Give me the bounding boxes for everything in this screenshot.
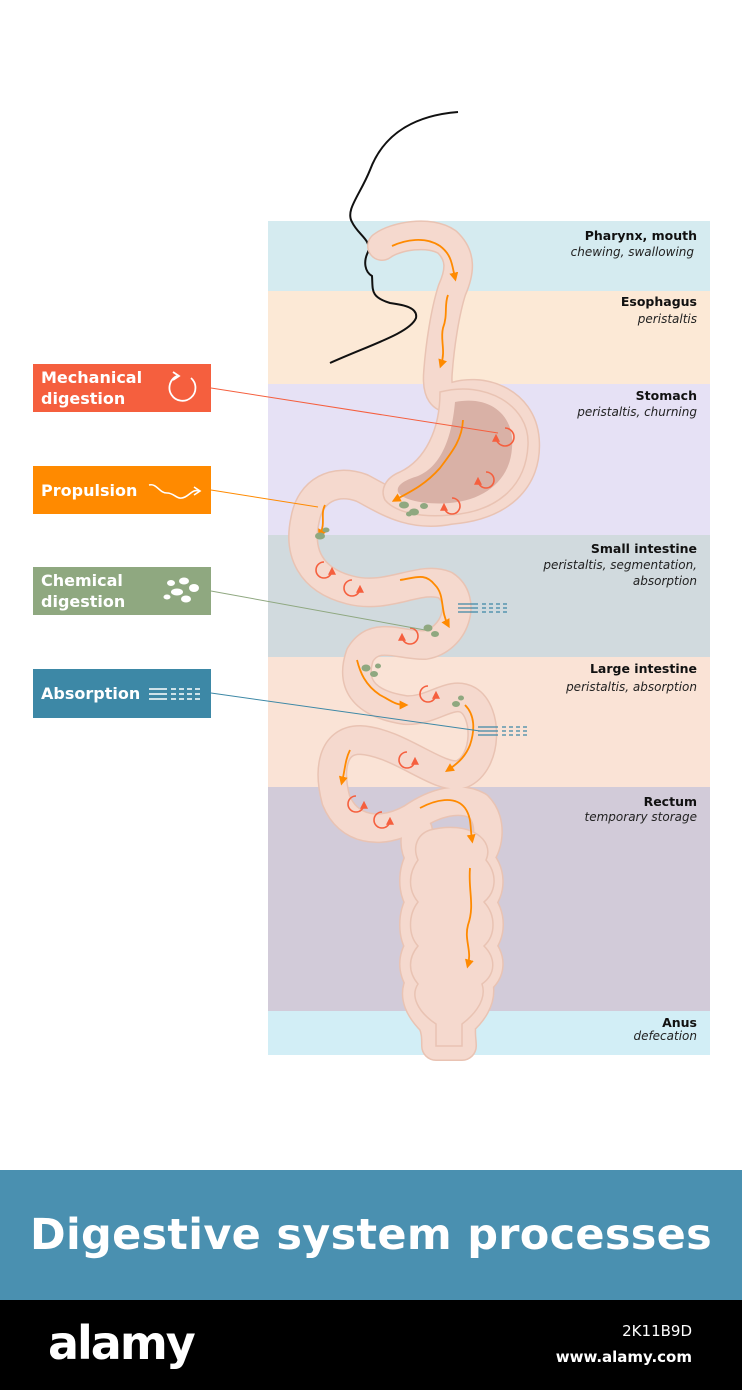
mechanical-arrow (419, 685, 440, 703)
zone-subtitle-stomach: peristaltis, churning (576, 405, 697, 419)
zone-band-anus (268, 1011, 710, 1055)
propulsion-arrows (318, 239, 476, 969)
zone-subtitle-rectum: temporary storage (585, 810, 697, 824)
zone-subtitle-anus: defecation (633, 1029, 697, 1043)
particle-cluster (452, 695, 464, 707)
face-profile (329, 111, 459, 364)
footer-bar: alamy 2K11B9D www.alamy.com (0, 1300, 742, 1390)
leader-line-absorption (210, 692, 481, 732)
zone-subtitle-large-intestine: peristaltis, absorption (565, 680, 697, 694)
propulsion-arrow (445, 704, 475, 772)
mechanical-arrow (347, 795, 368, 813)
zone-title-large-intestine: Large intestine (590, 661, 697, 676)
chemical-particles (315, 501, 464, 707)
leader-line-chemical (210, 590, 426, 631)
zone-band-pharynx (268, 221, 710, 291)
footer-brand-logo: alamy (48, 1316, 196, 1370)
zone-band-esophagus (268, 291, 710, 384)
legend-chemical-digestion: Chemical digestion (33, 567, 211, 615)
zone-title-small-intestine: Small intestine (591, 541, 697, 556)
digestive-diagram: Pharynx, mouth chewing, swallowing Esoph… (210, 111, 710, 1061)
mechanical-arrow (474, 471, 495, 489)
legend-label-mechanical: Mechanical digestion (41, 368, 143, 408)
propulsion-arrow (318, 504, 327, 539)
digestive-tract (288, 220, 541, 1061)
footer-image-id: 2K11B9D (622, 1322, 692, 1340)
zone-subtitle-small-intestine: peristaltis, segmentation, (542, 558, 697, 572)
mechanical-arrow (315, 561, 336, 579)
propulsion-arrow (391, 239, 459, 282)
propulsion-arrow (356, 659, 409, 710)
stomach-lumen (397, 400, 513, 504)
propulsion-arrow (399, 575, 450, 629)
absorption-marker (478, 726, 530, 736)
particle-cluster (423, 624, 439, 637)
legend-label-propulsion: Propulsion (41, 480, 138, 500)
mechanical-arrows (315, 427, 515, 829)
absorption-markers (458, 603, 530, 736)
title-banner: Digestive system processes (0, 1170, 742, 1300)
zone-title-stomach: Stomach (636, 388, 697, 403)
zone-title-rectum: Rectum (644, 794, 697, 809)
mechanical-arrow (440, 497, 461, 515)
zone-title-anus: Anus (662, 1015, 697, 1030)
zone-subtitle-esophagus: peristaltis (637, 312, 697, 326)
zone-subtitle-pharynx: chewing, swallowing (571, 245, 695, 259)
zone-subtitle-small-intestine-2: absorption (633, 574, 697, 588)
zone-labels: Pharynx, mouth chewing, swallowing Esoph… (542, 228, 697, 1043)
propulsion-arrow (391, 419, 464, 502)
particle-cluster (315, 527, 330, 540)
mechanical-arrow (492, 427, 515, 447)
legend-absorption: Absorption (33, 669, 211, 718)
absorption-marker (458, 603, 510, 613)
leader-line-propulsion (210, 489, 319, 508)
legend-label-chemical: Chemical digestion (41, 571, 126, 611)
dashed-lines-icon (143, 674, 203, 714)
zone-title-pharynx: Pharynx, mouth (585, 228, 697, 243)
circular-arrow-icon (143, 368, 203, 408)
propulsion-arrow (338, 749, 351, 786)
mechanical-arrow (373, 811, 394, 829)
particle-cluster (361, 663, 381, 677)
legend-label-absorption: Absorption (41, 684, 141, 703)
mechanical-arrow (398, 627, 419, 645)
particles-icon (143, 571, 203, 611)
wavy-arrow-icon (143, 470, 203, 510)
propulsion-arrow (419, 799, 476, 844)
zone-title-esophagus: Esophagus (621, 294, 697, 309)
legend-propulsion: Propulsion (33, 466, 211, 514)
page-title: Digestive system processes (29, 1210, 713, 1260)
legend-mechanical-digestion: Mechanical digestion (33, 364, 211, 412)
propulsion-arrow (438, 294, 449, 369)
mechanical-arrow (398, 751, 419, 769)
leader-line-mechanical (210, 387, 499, 434)
mechanical-arrow (343, 579, 364, 597)
particle-cluster (399, 501, 428, 517)
propulsion-arrow (465, 867, 474, 969)
rectum-shape (409, 826, 495, 1047)
footer-url[interactable]: www.alamy.com (555, 1348, 692, 1366)
